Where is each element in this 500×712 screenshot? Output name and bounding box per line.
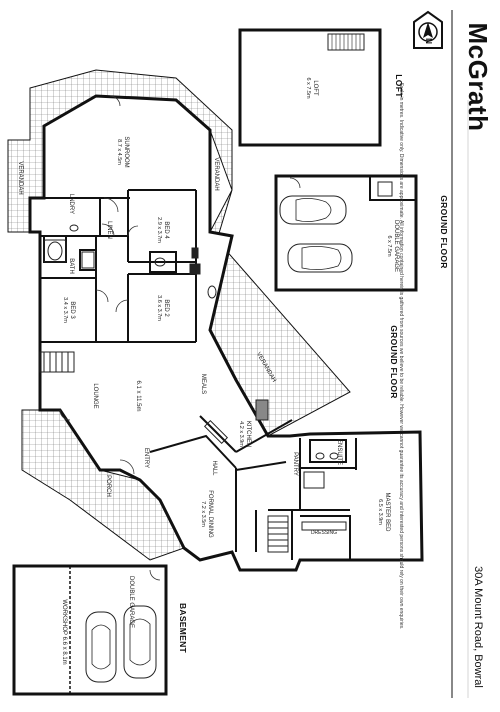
zone-label-basement: BASEMENT (178, 602, 188, 654)
garage-basement-plan (12, 564, 168, 696)
brand-logo: McGrath (463, 22, 493, 132)
brand-band (451, 10, 469, 698)
loft-plan (238, 28, 382, 147)
room-label-linen: LINEN (106, 221, 112, 239)
room-label-verandah-left: VERANDAH (17, 161, 23, 195)
zone-label-ground-floor-garage: GROUND FLOOR (439, 195, 449, 269)
doors (59, 95, 139, 475)
property-address: 30A Mount Road, Bowral (472, 566, 484, 688)
zone-label-loft: LOFT (394, 74, 404, 98)
room-label-ensuite: ENSUITE (336, 438, 342, 465)
zone-label-ground-floor: GROUND FLOOR (389, 325, 399, 399)
room-label-pantry: PANTRY (292, 452, 298, 476)
room-label-verandah-right: VERANDAH (213, 157, 219, 191)
compass-label: N (424, 38, 433, 44)
compass-icon (413, 10, 443, 49)
garage-ground-plan (274, 174, 418, 292)
room-label-bath: BATH (68, 258, 74, 274)
fixtures (39, 224, 347, 553)
interior-walls (40, 189, 357, 560)
room-label-lounge-dimension: 6.1 x 11.5m (135, 380, 141, 412)
room-label-porch: PORCH (105, 475, 111, 497)
room-label-meals: MEALS (200, 373, 206, 395)
room-label-dressing: DRESSING (310, 530, 338, 536)
room-label-workshop: WORKSHOP 6.6 x 8.1m (61, 599, 67, 665)
room-label-entry: ENTRY (143, 447, 149, 469)
room-label-hall: HALL (211, 460, 217, 476)
room-label-laundry: LNDRY (68, 193, 74, 215)
room-label-lounge: LOUNGE (92, 383, 98, 409)
room-label-double-garage-basement: DOUBLE GARAGE (128, 575, 134, 628)
